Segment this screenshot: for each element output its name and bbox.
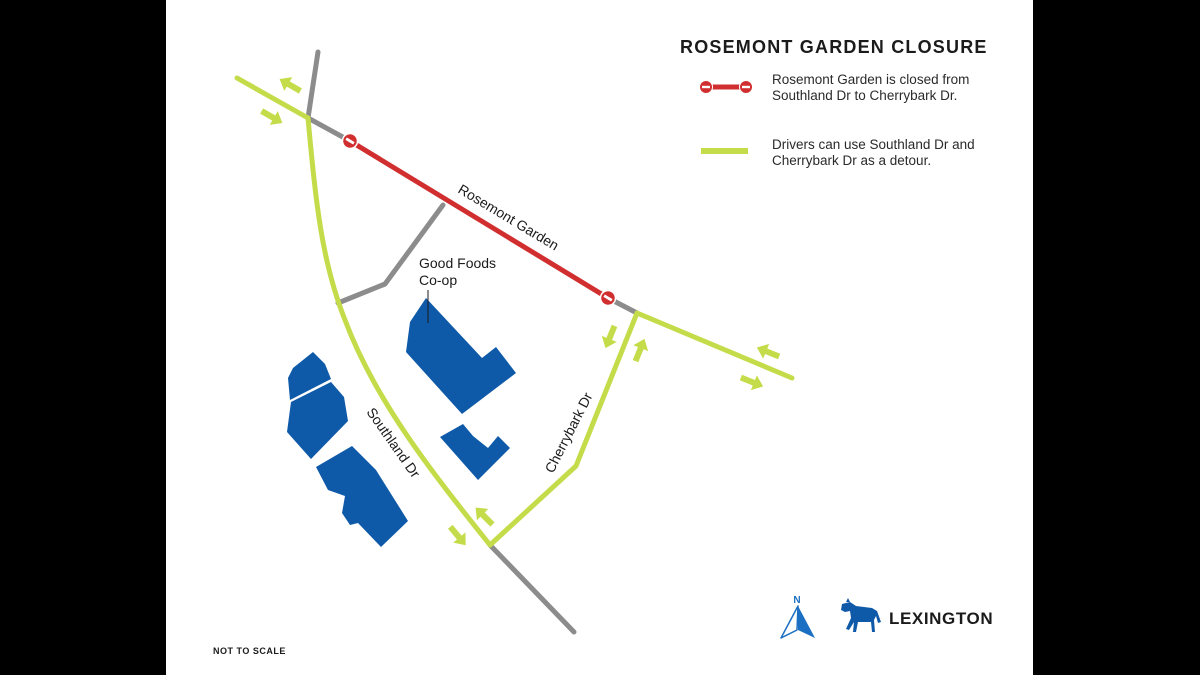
building-west-3 <box>316 446 408 547</box>
direction-arrow-icon <box>601 324 618 349</box>
detour-southland-dr <box>305 115 493 548</box>
legend-detour-text: Drivers can use Southland Dr and Cherryb… <box>772 137 975 168</box>
label-coop-line2: Co-op <box>419 272 457 288</box>
brand-wordmark: LEXINGTON <box>889 609 994 628</box>
direction-arrow-icon <box>475 507 495 527</box>
direction-arrow-icon <box>447 524 466 546</box>
horse-logo-icon <box>841 598 881 632</box>
north-arrow-icon: N <box>780 595 815 639</box>
buildings <box>287 298 516 547</box>
not-to-scale-note: NOT TO SCALE <box>213 646 286 656</box>
detour-cherrybark-dr <box>487 310 640 548</box>
direction-arrow-icon <box>260 108 283 125</box>
building-west-2 <box>287 382 348 459</box>
direction-arrow-icon <box>739 374 764 391</box>
building-good-foods-coop <box>406 298 516 414</box>
detour-rosemont-west <box>234 75 311 121</box>
legend-closed-text: Rosemont Garden is closed from Southland… <box>772 72 970 103</box>
north-label: N <box>793 595 800 606</box>
building-coop-annex <box>440 424 510 480</box>
road-north-segment <box>305 49 321 121</box>
direction-arrow-icon <box>279 77 302 94</box>
road-connector <box>335 202 446 306</box>
road-southland-south <box>487 542 577 635</box>
legend-closed-swatch <box>699 80 753 94</box>
do-not-enter-icon <box>341 132 359 150</box>
direction-arrow-icon <box>632 338 649 363</box>
detour-rosemont-east <box>634 310 795 381</box>
label-coop-line1: Good Foods <box>419 255 496 271</box>
closed-road-rosemont-garden <box>347 138 611 301</box>
direction-arrow-icon <box>756 343 781 360</box>
building-west-1 <box>288 352 331 400</box>
map-title: ROSEMONT GARDEN CLOSURE <box>680 37 988 57</box>
do-not-enter-icon <box>599 289 617 307</box>
